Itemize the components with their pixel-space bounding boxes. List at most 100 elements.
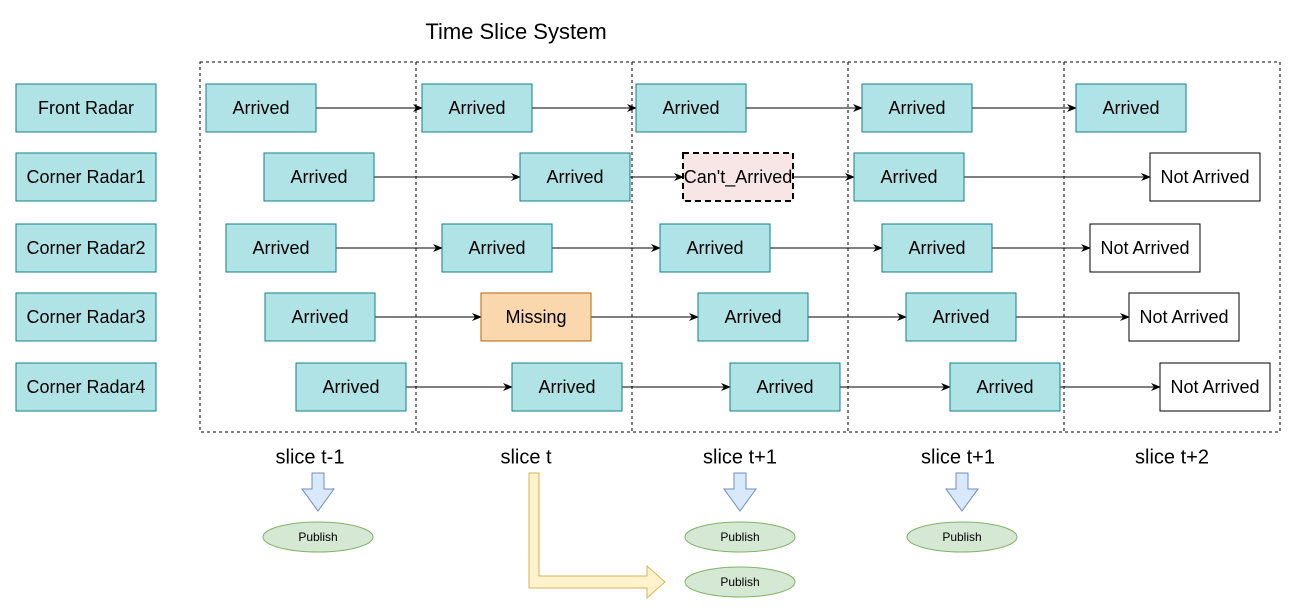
status-label: Arrived — [724, 307, 781, 327]
arrived-box: Arrived — [205, 83, 317, 133]
arrived-box: Arrived — [853, 152, 965, 202]
status-box-shape — [1159, 362, 1271, 412]
arrived-box: Arrived — [905, 292, 1017, 342]
status-label: Arrived — [880, 167, 937, 187]
sensor-name: Front Radar — [38, 98, 134, 118]
publish-node-3: Publish — [906, 521, 1018, 553]
sensor-label-2: Corner Radar1 — [15, 152, 157, 202]
status-label: Arrived — [662, 98, 719, 118]
diagram-title: Time Slice System — [425, 19, 606, 44]
arrived-box: Arrived — [441, 223, 553, 273]
publish-label: Publish — [298, 530, 337, 544]
status-box-shape — [905, 292, 1017, 342]
arrived-box: Arrived — [1075, 83, 1187, 133]
connectors — [316, 104, 1161, 391]
status-box-shape — [861, 83, 973, 133]
status-label: Arrived — [322, 377, 379, 397]
delayed-publish-arrow-icon — [528, 472, 666, 600]
arrived-box: Arrived — [295, 362, 407, 412]
arrived-box: Arrived — [421, 83, 533, 133]
status-box-shape — [421, 83, 533, 133]
arrived-box: Arrived — [263, 152, 375, 202]
arrived-box: Arrived — [511, 362, 623, 412]
cant-arrived-box: Can't_Arrived — [682, 152, 794, 202]
arrived-box: Arrived — [635, 83, 747, 133]
publish-ellipse — [262, 521, 374, 553]
down-arrow-icon — [723, 472, 757, 512]
status-label: Arrived — [756, 377, 813, 397]
arrived-box: Arrived — [225, 223, 337, 273]
slice-label: slice t+1 — [921, 446, 995, 468]
status-box-shape — [635, 83, 747, 133]
status-label: Arrived — [1102, 98, 1159, 118]
sensor-label-4: Corner Radar3 — [15, 292, 157, 342]
status-box-shape — [519, 152, 631, 202]
publish-label: Publish — [720, 530, 759, 544]
sensor-name: Corner Radar3 — [26, 307, 145, 327]
status-label: Arrived — [448, 98, 505, 118]
slice-label: slice t+1 — [703, 446, 777, 468]
arrived-box: Arrived — [697, 292, 809, 342]
status-box-shape — [295, 362, 407, 412]
status-label: Arrived — [908, 238, 965, 258]
arrived-box: Arrived — [264, 292, 376, 342]
status-box-shape — [881, 223, 993, 273]
slice-label: slice t+2 — [1135, 446, 1209, 468]
arrived-box: Arrived — [519, 152, 631, 202]
status-label: Arrived — [538, 377, 595, 397]
status-label: Not Arrived — [1160, 167, 1249, 187]
status-box-shape — [697, 292, 809, 342]
slice-frame-border — [199, 61, 1281, 433]
status-box-shape — [1089, 223, 1201, 273]
sensor-name: Corner Radar2 — [26, 238, 145, 258]
status-label: Arrived — [888, 98, 945, 118]
not-arrived-box: Not Arrived — [1149, 152, 1261, 202]
status-label: Arrived — [291, 307, 348, 327]
status-box-shape — [205, 83, 317, 133]
status-box-shape — [263, 152, 375, 202]
status-label: Arrived — [686, 238, 743, 258]
slice-label: slice t-1 — [276, 446, 345, 468]
publish-node-1: Publish — [262, 521, 374, 553]
status-box-shape — [729, 362, 841, 412]
status-box-shape — [1128, 292, 1240, 342]
slice-labels: slice t-1 slice t slice t+1 slice t+1 slice … — [276, 446, 1209, 468]
status-box-shape — [659, 223, 771, 273]
slice-label: slice t — [500, 446, 552, 468]
status-box-shape — [225, 223, 337, 273]
status-box-shape — [441, 223, 553, 273]
missing-box: Missing — [480, 292, 592, 342]
status-label: Arrived — [976, 377, 1033, 397]
publish-ellipse — [684, 566, 796, 598]
sensor-box — [15, 152, 157, 202]
arrived-box: Arrived — [659, 223, 771, 273]
sensor-box — [15, 292, 157, 342]
status-label: Arrived — [290, 167, 347, 187]
sensor-name: Corner Radar4 — [26, 377, 145, 397]
not-arrived-box: Not Arrived — [1089, 223, 1201, 273]
status-label: Arrived — [932, 307, 989, 327]
publish-ellipse — [684, 521, 796, 553]
publish-ellipse — [906, 521, 1018, 553]
status-box-shape — [511, 362, 623, 412]
publish-node-4: Publish — [684, 566, 796, 598]
status-label: Arrived — [468, 238, 525, 258]
status-box-shape — [949, 362, 1061, 412]
arrived-box: Arrived — [729, 362, 841, 412]
down-arrow-icon — [945, 472, 979, 512]
sensor-name: Corner Radar1 — [26, 167, 145, 187]
arrived-box: Arrived — [949, 362, 1061, 412]
arrived-box: Arrived — [881, 223, 993, 273]
sensor-box — [15, 83, 157, 133]
status-label: Arrived — [252, 238, 309, 258]
status-box-shape — [853, 152, 965, 202]
status-label: Can't_Arrived — [684, 167, 792, 188]
sensor-box — [15, 362, 157, 412]
not-arrived-box: Not Arrived — [1128, 292, 1240, 342]
publish-node-2: Publish — [684, 521, 796, 553]
status-label: Arrived — [232, 98, 289, 118]
not-arrived-box: Not Arrived — [1159, 362, 1271, 412]
